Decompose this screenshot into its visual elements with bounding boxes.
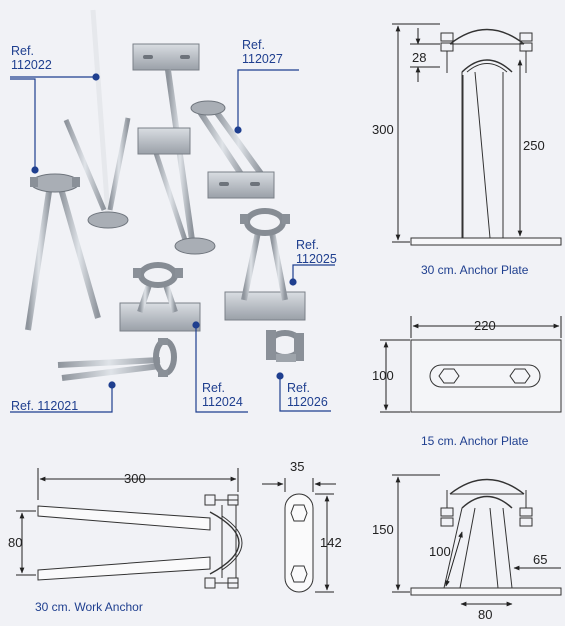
dimension-labels: 300 28 250 220 100 300 80 35 142 150 100… bbox=[8, 50, 547, 622]
dim-a15-width: 220 bbox=[474, 318, 496, 333]
dims-work-anchor bbox=[16, 468, 239, 576]
ref-112022-prefix: Ref. bbox=[11, 44, 34, 58]
callout-lines bbox=[10, 69, 335, 413]
caption-work-anchor: 30 cm. Work Anchor bbox=[35, 600, 143, 614]
dim-work-length: 300 bbox=[124, 471, 146, 486]
ref-112024: Ref. 112024 bbox=[202, 381, 243, 409]
product-photos bbox=[25, 9, 306, 381]
ref-112025: Ref. 112025 bbox=[296, 238, 337, 266]
dims-anchor-15cm-plate bbox=[380, 316, 562, 413]
ref-112026: Ref. 112026 bbox=[287, 381, 328, 409]
drawing-anchor-15cm-plate bbox=[410, 339, 562, 413]
ref-112021-label: Ref. 112021 bbox=[11, 399, 79, 413]
dim-clip-width: 35 bbox=[290, 459, 304, 474]
ref-112021: Ref. 112021 bbox=[11, 399, 78, 413]
ref-112024-code: 112024 bbox=[202, 395, 243, 409]
dim-a30-leg: 250 bbox=[523, 138, 545, 153]
caption-anchor-15cm: 15 cm. Anchor Plate bbox=[421, 434, 529, 448]
clamp-112026-photo bbox=[266, 330, 304, 362]
ref-112026-code: 112026 bbox=[287, 395, 328, 409]
anchor-tall-photo bbox=[63, 9, 131, 229]
ref-112027: Ref. 112027 bbox=[242, 38, 283, 66]
ref-112026-prefix: Ref. bbox=[287, 381, 310, 395]
drawing-anchor-30cm bbox=[410, 28, 562, 246]
ref-112022: Ref. 112022 bbox=[11, 44, 52, 72]
dims-anchor-30cm bbox=[392, 23, 523, 243]
dim-clip-height: 142 bbox=[320, 535, 342, 550]
dim-a30-clamp: 28 bbox=[412, 50, 426, 65]
dims-clip bbox=[262, 478, 336, 593]
dim-a15s-offset: 65 bbox=[533, 552, 547, 567]
drawing-work-anchor bbox=[37, 494, 243, 589]
caption-anchor-30cm: 30 cm. Anchor Plate bbox=[421, 263, 529, 277]
dim-a15-height: 100 bbox=[372, 368, 394, 383]
dim-a15s-base: 80 bbox=[478, 607, 492, 621]
dims-anchor-15cm-side bbox=[392, 474, 561, 607]
ref-112027-prefix: Ref. bbox=[242, 38, 265, 52]
dim-a15s-height: 150 bbox=[372, 522, 394, 537]
anchor-plate-angled-photo bbox=[190, 100, 275, 199]
anchor-112022-photo bbox=[25, 173, 101, 331]
ref-112024-prefix: Ref. bbox=[202, 381, 225, 395]
dim-a15s-leg: 100 bbox=[429, 544, 451, 559]
anchor-112024-photo bbox=[119, 262, 201, 332]
anchor-112027-photo bbox=[132, 43, 216, 255]
anchor-112025-photo bbox=[224, 208, 306, 321]
dim-work-width: 80 bbox=[8, 535, 22, 550]
drawing-clip bbox=[284, 493, 314, 593]
ref-112025-prefix: Ref. bbox=[296, 238, 319, 252]
ref-112025-code: 112025 bbox=[296, 252, 337, 266]
ref-112022-code: 112022 bbox=[11, 58, 52, 72]
work-anchor-112021-photo bbox=[56, 338, 177, 381]
drawing-anchor-15cm-side bbox=[410, 478, 562, 596]
ref-112027-code: 112027 bbox=[242, 52, 283, 66]
dim-a30-height: 300 bbox=[372, 122, 394, 137]
